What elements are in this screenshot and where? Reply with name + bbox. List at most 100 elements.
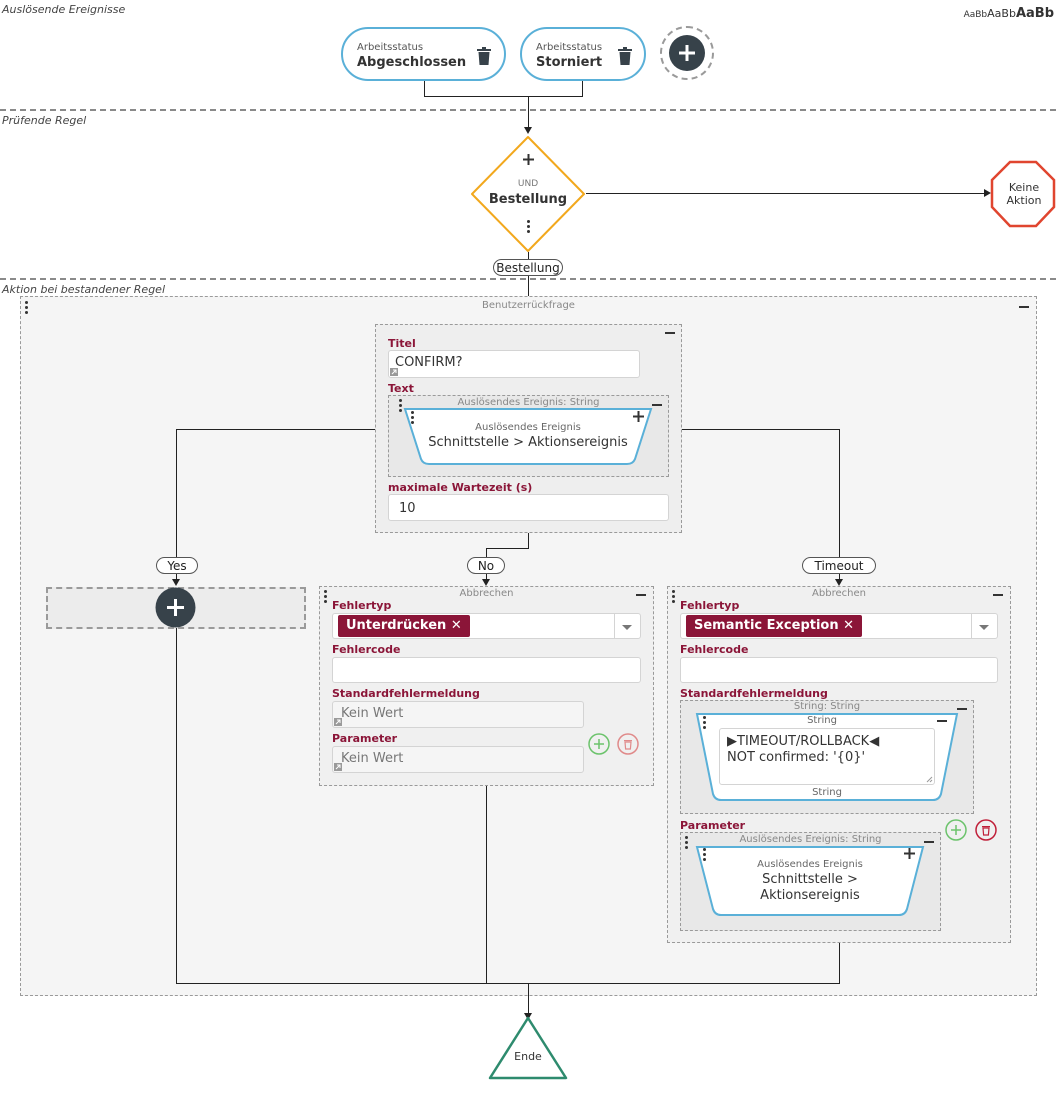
plus-icon[interactable] bbox=[904, 848, 915, 859]
branch-no-tag: No bbox=[467, 557, 505, 574]
chevron-down-icon[interactable] bbox=[979, 625, 989, 630]
minus-icon[interactable] bbox=[1019, 306, 1029, 308]
event-caption: Auslösendes Ereignis bbox=[475, 422, 581, 433]
param-input[interactable]: Kein Wert bbox=[332, 746, 584, 773]
connector bbox=[839, 943, 840, 984]
arrow-right-icon bbox=[984, 189, 991, 197]
chevron-down-icon[interactable] bbox=[622, 625, 632, 630]
titel-input[interactable]: CONFIRM? bbox=[388, 350, 640, 378]
kebab-icon[interactable] bbox=[703, 848, 706, 863]
kebab-icon[interactable] bbox=[703, 716, 706, 731]
connector bbox=[176, 429, 177, 557]
trash-icon[interactable] bbox=[476, 47, 492, 65]
connector bbox=[486, 548, 487, 557]
connector bbox=[424, 96, 583, 97]
fehlertyp-tag[interactable]: Unterdrücken ✕ bbox=[338, 615, 470, 637]
kebab-icon[interactable] bbox=[685, 836, 688, 851]
font-size-picker[interactable]: AaBbAaBbAaBb bbox=[964, 2, 1054, 21]
font-size-m-a[interactable]: Aa bbox=[1015, 6, 1035, 21]
font-size-m-b[interactable]: Bb bbox=[1034, 6, 1054, 21]
kebab-icon[interactable] bbox=[25, 301, 28, 316]
font-size-s-a[interactable]: Aa bbox=[987, 7, 1002, 20]
resize-handle-icon[interactable] bbox=[926, 776, 933, 783]
event-value: Schnittstelle > Aktionsereignis bbox=[760, 872, 860, 903]
expand-icon[interactable] bbox=[334, 763, 342, 771]
arrow-down-icon bbox=[835, 579, 843, 586]
string-type-label: String bbox=[807, 715, 837, 726]
trash-icon[interactable] bbox=[617, 47, 633, 65]
connector bbox=[528, 252, 529, 260]
param-label: Parameter bbox=[332, 732, 398, 745]
minus-icon[interactable] bbox=[652, 404, 662, 406]
add-param-icon[interactable] bbox=[588, 733, 610, 755]
trigger-value: Storniert bbox=[536, 55, 603, 70]
string-textarea[interactable]: ▶TIMEOUT/ROLLBACK◀ NOT confirmed: '{0}' bbox=[719, 728, 935, 785]
fehlertyp-tag[interactable]: Semantic Exception ✕ bbox=[686, 615, 863, 637]
trigger-value: Abgeschlossen bbox=[357, 55, 467, 70]
end-triangle[interactable] bbox=[487, 1015, 569, 1081]
arrow-down-icon bbox=[524, 127, 532, 134]
titel-value: CONFIRM? bbox=[395, 355, 463, 370]
font-size-xs-a[interactable]: Aa bbox=[963, 10, 976, 20]
minus-icon[interactable] bbox=[957, 708, 967, 710]
font-size-xs-b[interactable]: Bb bbox=[975, 10, 988, 20]
fehlercode-input[interactable] bbox=[332, 657, 641, 683]
fehlercode-label: Fehlercode bbox=[332, 643, 401, 656]
event-funnel[interactable] bbox=[403, 407, 653, 466]
connector bbox=[528, 533, 529, 549]
string-line-1: ▶TIMEOUT/ROLLBACK◀ bbox=[727, 734, 880, 749]
param-value: Kein Wert bbox=[341, 751, 404, 766]
add-param-icon[interactable] bbox=[945, 819, 967, 841]
kebab-icon[interactable] bbox=[672, 590, 675, 605]
delete-param-icon[interactable] bbox=[617, 733, 639, 755]
close-icon[interactable]: ✕ bbox=[450, 618, 462, 633]
add-action-button[interactable] bbox=[155, 587, 196, 628]
param-box-title: Auslösendes Ereignis: String bbox=[739, 834, 882, 845]
connector bbox=[176, 628, 177, 984]
minus-icon[interactable] bbox=[993, 594, 1003, 596]
connector bbox=[528, 983, 529, 1015]
end-label: Ende bbox=[514, 1050, 542, 1063]
event-value: Schnittstelle > Aktionsereignis bbox=[428, 435, 628, 450]
minus-icon[interactable] bbox=[937, 720, 947, 722]
connector bbox=[486, 548, 529, 549]
trigger-card-abgeschlossen[interactable]: Arbeitsstatus Abgeschlossen bbox=[341, 27, 506, 81]
expand-icon[interactable] bbox=[390, 368, 398, 376]
kebab-icon[interactable] bbox=[411, 411, 414, 426]
connector bbox=[839, 574, 840, 580]
stop-octagon[interactable] bbox=[990, 160, 1056, 228]
kebab-icon[interactable] bbox=[324, 590, 327, 605]
wait-label: maximale Wartezeit (s) bbox=[388, 481, 533, 494]
abort-title: Abbrechen bbox=[812, 588, 866, 599]
trigger-key: Arbeitsstatus bbox=[536, 42, 603, 53]
abort-title: Abbrechen bbox=[459, 588, 514, 599]
plus-icon[interactable] bbox=[523, 154, 534, 165]
param-event-funnel[interactable] bbox=[695, 845, 925, 917]
minus-icon[interactable] bbox=[636, 594, 646, 596]
plus-icon[interactable] bbox=[633, 411, 644, 422]
minus-icon[interactable] bbox=[665, 332, 675, 334]
delete-param-icon[interactable] bbox=[975, 819, 997, 841]
fehlertyp-label: Fehlertyp bbox=[332, 599, 392, 612]
wait-input[interactable]: 10 bbox=[388, 494, 669, 521]
standard-input[interactable]: Kein Wert bbox=[332, 701, 584, 728]
fehlercode-input[interactable] bbox=[680, 657, 998, 683]
close-icon[interactable]: ✕ bbox=[843, 618, 855, 633]
arrow-down-icon bbox=[524, 1013, 532, 1020]
minus-icon[interactable] bbox=[924, 841, 934, 843]
connector bbox=[424, 81, 425, 96]
kebab-icon[interactable] bbox=[399, 399, 402, 414]
string-box-title: String: String bbox=[793, 701, 861, 712]
trigger-card-storniert[interactable]: Arbeitsstatus Storniert bbox=[520, 27, 646, 81]
section-label-action: Aktion bei bestandener Regel bbox=[2, 283, 165, 296]
kebab-icon[interactable] bbox=[527, 220, 530, 235]
add-trigger-button[interactable] bbox=[660, 26, 714, 80]
rule-diamond[interactable] bbox=[470, 135, 586, 253]
trigger-key: Arbeitsstatus bbox=[357, 42, 424, 53]
font-size-s-b[interactable]: Bb bbox=[1001, 7, 1016, 20]
expand-icon[interactable] bbox=[334, 718, 342, 726]
connector bbox=[486, 574, 487, 580]
wait-value: 10 bbox=[399, 501, 416, 516]
section-label-rule: Prüfende Regel bbox=[2, 114, 87, 127]
standard-label: Standardfehlermeldung bbox=[332, 687, 480, 700]
